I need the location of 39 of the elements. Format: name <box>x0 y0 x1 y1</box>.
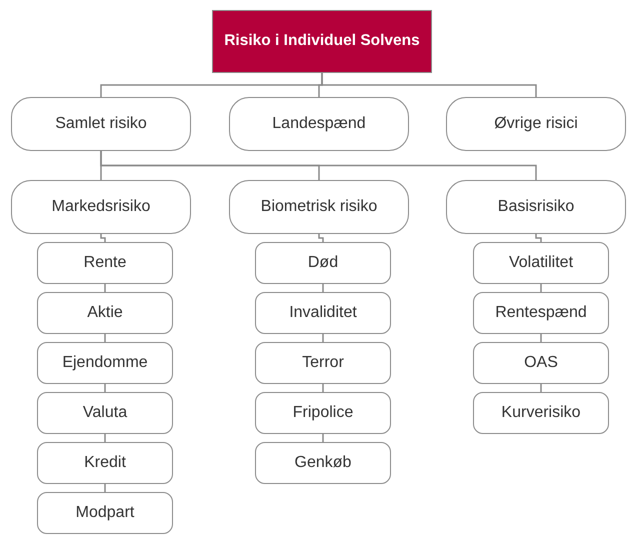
category-box: Markedsrisiko <box>11 180 191 234</box>
category-box: OAS <box>473 342 609 384</box>
category-box: Modpart <box>37 492 173 534</box>
category-box: Død <box>255 242 391 284</box>
connector-line <box>322 334 324 342</box>
connector-line <box>322 284 324 292</box>
category-box: Genkøb <box>255 442 391 484</box>
category-box: Øvrige risici <box>446 97 626 151</box>
category-box: Invaliditet <box>255 292 391 334</box>
connector-line <box>540 284 542 292</box>
connector-line <box>322 434 324 442</box>
category-box: Fripolice <box>255 392 391 434</box>
category-box: Kurverisiko <box>473 392 609 434</box>
category-box: Kredit <box>37 442 173 484</box>
connector-line <box>100 151 537 180</box>
category-box: Biometrisk risiko <box>229 180 409 234</box>
category-box: Rentespænd <box>473 292 609 334</box>
connector-line <box>104 284 106 292</box>
connector-line <box>104 434 106 442</box>
connector-line <box>104 334 106 342</box>
category-box: Landespænd <box>229 97 409 151</box>
connector-line <box>104 384 106 392</box>
category-box: Terror <box>255 342 391 384</box>
category-box: Volatilitet <box>473 242 609 284</box>
connector-line <box>322 384 324 392</box>
connector-line <box>318 234 324 242</box>
connector-line <box>100 234 106 242</box>
connector-line <box>104 484 106 492</box>
connector-line <box>321 73 537 97</box>
category-box: Basisrisiko <box>446 180 626 234</box>
connector-line <box>540 334 542 342</box>
connector-line <box>540 384 542 392</box>
category-box: Ejendomme <box>37 342 173 384</box>
category-box: Valuta <box>37 392 173 434</box>
category-box: Samlet risiko <box>11 97 191 151</box>
category-box: Rente <box>37 242 173 284</box>
title-box: Risiko i Individuel Solvens <box>212 10 432 73</box>
connector-line <box>535 234 542 242</box>
category-box: Aktie <box>37 292 173 334</box>
